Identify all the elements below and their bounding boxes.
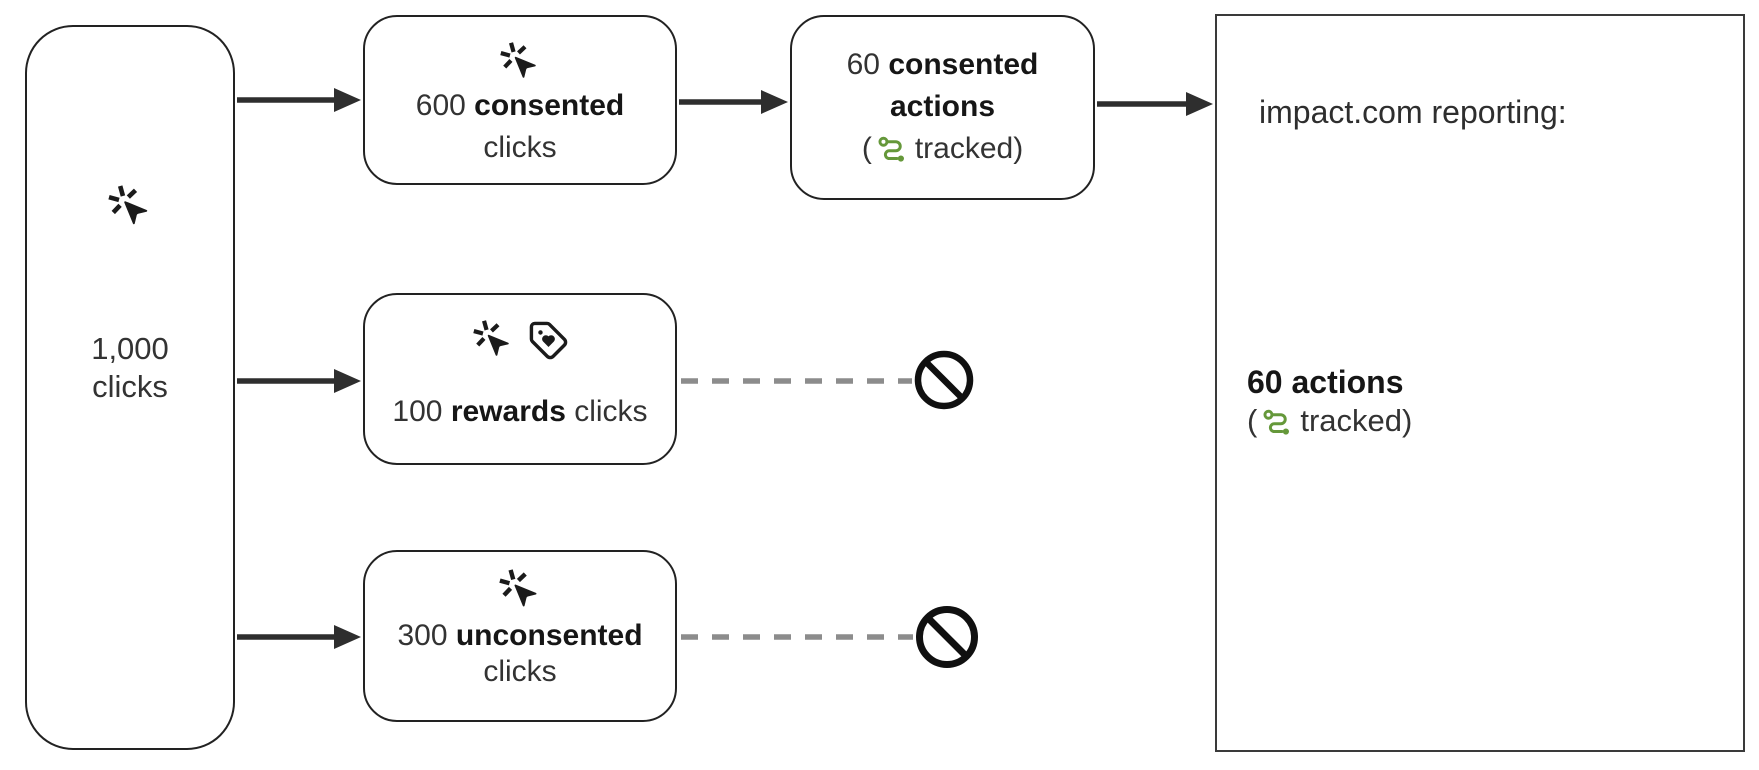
route-tracked-icon [878, 136, 904, 162]
node-rewards-clicks: 100 rewards clicks [363, 293, 677, 465]
node-unconsented-clicks: 300 unconsented clicks [363, 550, 677, 722]
mouse-pointer-click-icon [499, 569, 537, 607]
prohibition-icon [914, 350, 974, 410]
arrow-total-to-consented [237, 88, 361, 112]
reporting-title: impact.com reporting: [1259, 94, 1567, 130]
prohibition-icon [916, 606, 978, 668]
tag-heart-icon [529, 321, 567, 359]
rewards-clicks-emphasis: rewards [450, 395, 566, 428]
node-total-clicks: 1,000 clicks [25, 25, 235, 750]
tracked-label: tracked) [914, 132, 1024, 165]
consented-actions-label: 60 consented actions ( tracked) [847, 44, 1039, 170]
unconsented-clicks-label: 300 unconsented clicks [397, 618, 642, 690]
mouse-pointer-click-icon [108, 185, 148, 225]
total-clicks-unit: clicks [92, 369, 168, 404]
consented-clicks-label: 600 consented clicks [416, 85, 624, 169]
total-clicks-value: 1,000 [91, 331, 169, 366]
route-tracked-icon [1263, 409, 1290, 435]
consented-clicks-count: 600 [415, 89, 475, 122]
rewards-clicks-count: 100 [392, 395, 451, 428]
tracked-label: tracked) [1300, 403, 1413, 438]
consented-clicks-unit: clicks [483, 131, 557, 164]
consented-actions-count: 60 [846, 48, 889, 81]
rewards-icons [472, 319, 569, 361]
arrow-total-to-rewards [237, 369, 361, 393]
rewards-clicks-unit: clicks [565, 395, 648, 428]
rewards-clicks-label: 100 rewards clicks [392, 391, 647, 433]
mouse-pointer-click-icon [500, 42, 536, 78]
unconsented-clicks-count: 300 [397, 619, 456, 652]
mouse-pointer-click-icon [472, 320, 509, 356]
arrow-total-to-unconsented [237, 625, 361, 649]
reporting-tracked: ( tracked) [1247, 403, 1412, 439]
consented-actions-emphasis2: actions [889, 90, 996, 123]
total-clicks-label: 1,000 clicks [27, 330, 233, 406]
paren-open: ( [1247, 403, 1258, 438]
reporting-total-actions: 60 actions [1247, 364, 1404, 400]
arrow-consented-to-actions [679, 90, 788, 114]
node-impact-reporting: impact.com reporting: 60 actions ( track… [1215, 14, 1745, 752]
arrow-actions-to-reporting [1097, 92, 1213, 116]
unconsented-clicks-emphasis: unconsented [455, 619, 643, 652]
consented-actions-emphasis1: consented [888, 48, 1039, 81]
unconsented-clicks-unit: clicks [483, 655, 557, 688]
consented-clicks-emphasis: consented [474, 89, 625, 122]
node-consented-actions: 60 consented actions ( tracked) [790, 15, 1095, 200]
consented-actions-tracked: ( tracked) [847, 128, 1039, 170]
node-consented-clicks: 600 consented clicks [363, 15, 677, 185]
paren-open: ( [861, 132, 872, 165]
